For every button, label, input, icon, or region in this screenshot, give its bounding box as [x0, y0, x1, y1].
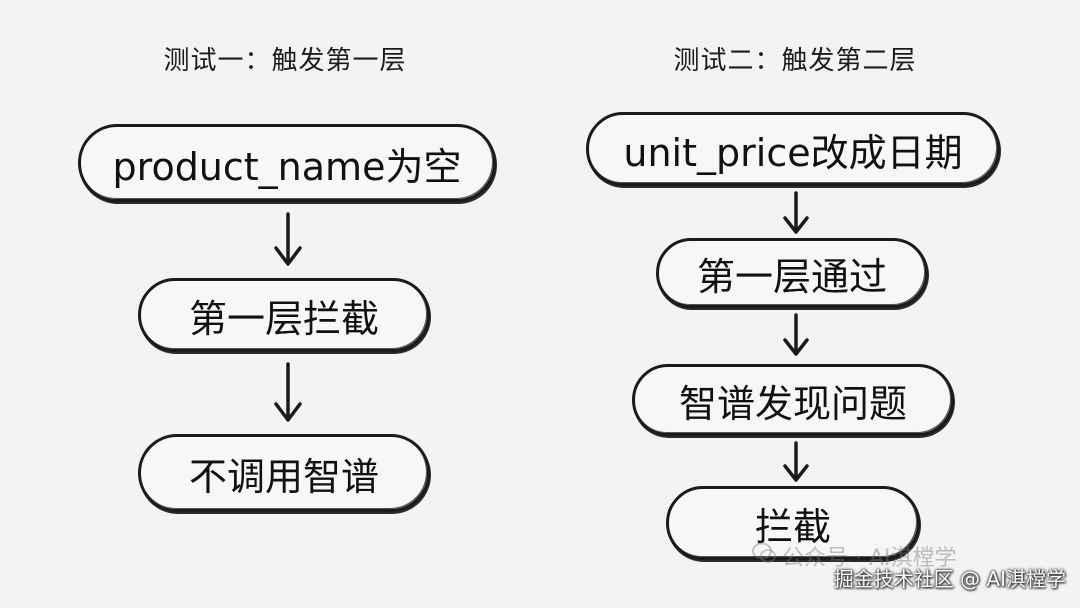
right-step-4-label: 拦截: [754, 504, 831, 549]
left-step-2-label: 第一层拦截: [188, 296, 379, 341]
left-step-1: product_name为空: [78, 124, 496, 202]
right-step-1-label: unit_price改成日期: [623, 130, 963, 175]
right-title: 测试二：触发第二层: [673, 46, 917, 76]
right-step-3-label: 智谱发现问题: [678, 381, 907, 426]
watermark-site: 掘金技术社区 @ AI淇樘学: [833, 567, 1066, 591]
wechat-icon: [752, 542, 776, 563]
left-step-3: 不调用智谱: [138, 434, 430, 512]
right-arrow-2: [783, 313, 809, 356]
right-arrow-1: [783, 191, 809, 234]
left-arrow-1: [274, 212, 302, 266]
left-step-2: 第一层拦截: [138, 278, 430, 352]
left-step-3-label: 不调用智谱: [188, 454, 379, 499]
left-title: 测试一：触发第一层: [163, 46, 407, 76]
left-step-1-label: product_name为空: [112, 144, 462, 189]
right-step-4: 拦截: [666, 486, 920, 560]
watermark-faint: 公众号 · AI淇樘学: [782, 546, 957, 571]
right-step-2-label: 第一层通过: [696, 254, 887, 299]
left-arrow-2: [274, 362, 302, 422]
right-step-2: 第一层通过: [656, 238, 928, 308]
right-step-1: unit_price改成日期: [586, 112, 1000, 186]
right-step-3: 智谱发现问题: [632, 364, 954, 436]
right-arrow-3: [783, 441, 809, 482]
